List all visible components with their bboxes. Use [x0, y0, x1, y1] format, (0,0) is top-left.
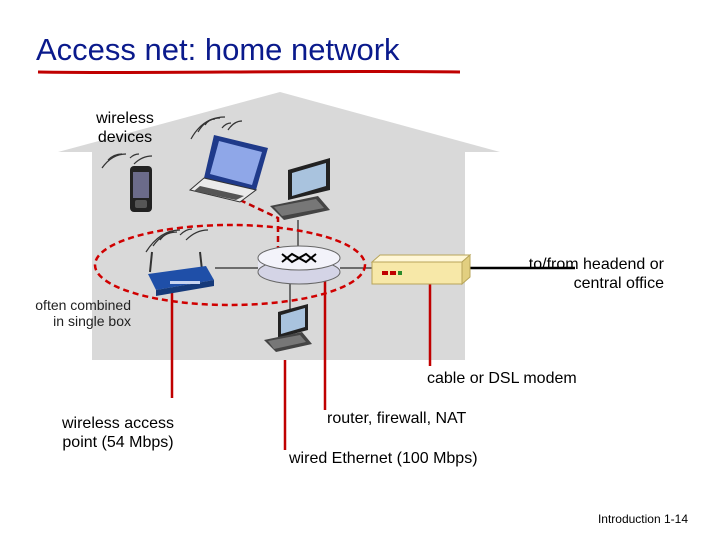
slide-title: Access net: home network: [36, 32, 400, 67]
combined-box-ellipse: [93, 223, 367, 307]
wireless-signal-icon: [101, 153, 153, 169]
label-line: point (54 Mbps): [62, 434, 174, 452]
label-router: router, firewall, NAT: [327, 410, 467, 427]
label-wireless-devices: wireless devices: [90, 109, 160, 147]
label-often-combined: often combined in single box: [14, 297, 131, 329]
label-line: wireless: [96, 110, 154, 127]
smartphone-icon: [130, 166, 152, 212]
wireless-signal-icon: [145, 228, 209, 253]
label-line: wireless access: [61, 415, 175, 432]
label-line: devices: [97, 129, 153, 147]
wireless-router-icon: [148, 251, 214, 296]
label-line: often combined: [35, 297, 131, 313]
label-headend: to/from headend or central office: [470, 255, 664, 293]
label-line: central office: [573, 275, 664, 293]
desktop-computer-icon: [270, 158, 330, 220]
laptop-icon: [188, 135, 268, 203]
router-icon: [257, 245, 341, 285]
label-line: to/from headend or: [528, 256, 664, 273]
title-underline: [37, 69, 461, 75]
label-modem: cable or DSL modem: [427, 370, 577, 387]
slide-footer: Introduction 1-14: [597, 512, 688, 526]
wireless-link: [239, 198, 280, 248]
desktop-computer-icon: [264, 304, 312, 352]
label-line: in single box: [53, 313, 131, 330]
wireless-signal-icon: [190, 116, 243, 140]
modem-icon: [370, 253, 472, 286]
label-ethernet: wired Ethernet (100 Mbps): [289, 450, 478, 467]
label-access-point: wireless access point (54 Mbps): [50, 414, 186, 452]
